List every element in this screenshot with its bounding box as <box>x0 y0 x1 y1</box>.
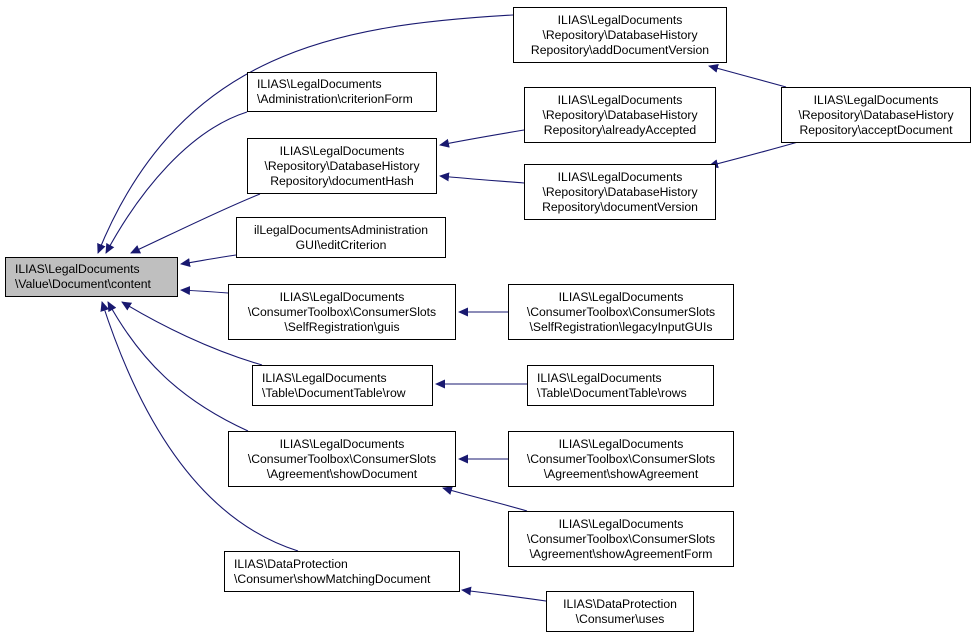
node-label-line: ILIAS\DataProtection <box>563 596 677 611</box>
edge-addDocumentVersion-to-content <box>97 14 514 254</box>
edge-documentVersion-to-documentHash <box>439 172 525 184</box>
node-showMatchingDocument[interactable]: ILIAS\DataProtection\Consumer\showMatchi… <box>224 551 460 592</box>
node-label-line: \Repository\DatabaseHistory <box>798 107 954 122</box>
edge-acceptDocument-to-addDocumentVersion <box>708 63 787 88</box>
edge-row-to-content <box>121 301 263 366</box>
node-label-line: Repository\acceptDocument <box>799 122 953 137</box>
node-label-line: \Table\DocumentTable\row <box>262 385 406 400</box>
node-showDocument[interactable]: ILIAS\LegalDocuments\ConsumerToolbox\Con… <box>228 431 456 487</box>
edge-documentHash-to-content <box>130 193 261 254</box>
edge-criterionForm-to-content <box>105 111 248 254</box>
node-showAgreement[interactable]: ILIAS\LegalDocuments\ConsumerToolbox\Con… <box>508 431 734 487</box>
node-label-line: ilLegalDocumentsAdministration <box>253 222 429 237</box>
node-uses[interactable]: ILIAS\DataProtection\Consumer\uses <box>546 591 694 632</box>
node-label-line: ILIAS\LegalDocuments <box>557 12 683 27</box>
node-label-line: Repository\documentHash <box>270 173 414 188</box>
node-acceptDocument[interactable]: ILIAS\LegalDocuments\Repository\Database… <box>781 87 971 143</box>
node-showAgreementForm[interactable]: ILIAS\LegalDocuments\ConsumerToolbox\Con… <box>508 511 734 567</box>
node-criterionForm[interactable]: ILIAS\LegalDocuments\Administration\crit… <box>247 72 437 112</box>
node-label-line: \Repository\DatabaseHistory <box>264 158 420 173</box>
node-documentHash[interactable]: ILIAS\LegalDocuments\Repository\Database… <box>247 138 437 194</box>
node-label-line: \ConsumerToolbox\ConsumerSlots <box>247 451 437 466</box>
node-label-line: \SelfRegistration\legacyInputGUIs <box>529 319 713 334</box>
node-label-line: ILIAS\LegalDocuments <box>813 92 939 107</box>
node-label-line: \Administration\criterionForm <box>257 92 413 106</box>
node-label-line: ILIAS\LegalDocuments <box>558 289 684 304</box>
node-label-line: GUI\editCriterion <box>295 237 387 252</box>
edge-showDocument-to-content <box>107 301 249 432</box>
node-label-line: ILIAS\LegalDocuments <box>279 436 405 451</box>
edge-showMatchingDocument-to-content <box>100 301 299 552</box>
node-label-line: \ConsumerToolbox\ConsumerSlots <box>247 304 437 319</box>
node-label-line: \Repository\DatabaseHistory <box>542 107 698 122</box>
node-label-line: \Repository\DatabaseHistory <box>542 27 698 42</box>
node-label-line: ILIAS\LegalDocuments <box>537 370 662 385</box>
node-legacyInputGUIs[interactable]: ILIAS\LegalDocuments\ConsumerToolbox\Con… <box>508 284 734 340</box>
node-label-line: Repository\documentVersion <box>542 199 698 214</box>
node-addDocumentVersion[interactable]: ILIAS\LegalDocuments\Repository\Database… <box>513 7 727 63</box>
node-label-line: \Agreement\showAgreement <box>543 466 699 481</box>
node-rows[interactable]: ILIAS\LegalDocuments\Table\DocumentTable… <box>527 365 714 406</box>
node-label-line: \Value\Document\content <box>15 277 151 291</box>
node-documentVersion[interactable]: ILIAS\LegalDocuments\Repository\Database… <box>524 164 716 220</box>
edge-uses-to-showMatchingDocument <box>461 586 554 603</box>
node-label-line: ILIAS\DataProtection <box>234 556 348 571</box>
node-label-line: ILIAS\LegalDocuments <box>558 436 684 451</box>
edge-acceptDocument-to-documentVersion <box>708 141 799 169</box>
node-content: ILIAS\LegalDocuments\Value\Document\cont… <box>5 257 178 297</box>
node-label-line: \Table\DocumentTable\rows <box>537 385 687 400</box>
node-label-line: ILIAS\LegalDocuments <box>257 77 382 91</box>
node-label-line: ILIAS\LegalDocuments <box>262 370 387 385</box>
node-label-line: \Consumer\showMatchingDocument <box>234 571 431 586</box>
edge-alreadyAccepted-to-documentHash <box>439 129 525 148</box>
node-label-line: \ConsumerToolbox\ConsumerSlots <box>526 304 716 319</box>
node-guis[interactable]: ILIAS\LegalDocuments\ConsumerToolbox\Con… <box>228 284 456 340</box>
edge-editCriterion-to-content <box>180 254 237 268</box>
edge-showAgreementForm-to-showDocument <box>442 486 528 512</box>
node-label-line: \Repository\DatabaseHistory <box>542 184 698 199</box>
node-label-line: \ConsumerToolbox\ConsumerSlots <box>526 451 716 466</box>
node-label-line: ILIAS\LegalDocuments <box>557 169 683 184</box>
node-label-line: ILIAS\LegalDocuments <box>279 289 405 304</box>
node-label-line: ILIAS\LegalDocuments <box>15 262 140 276</box>
node-label-line: \SelfRegistration\guis <box>284 319 400 334</box>
node-label-line: \Agreement\showDocument <box>266 466 418 481</box>
node-label-line: Repository\alreadyAccepted <box>543 122 697 137</box>
edge-guis-to-content <box>180 285 229 295</box>
node-label-line: \ConsumerToolbox\ConsumerSlots <box>526 531 716 546</box>
node-label-line: ILIAS\LegalDocuments <box>557 92 683 107</box>
node-label-line: ILIAS\LegalDocuments <box>279 143 405 158</box>
node-row[interactable]: ILIAS\LegalDocuments\Table\DocumentTable… <box>252 365 433 406</box>
node-label-line: Repository\addDocumentVersion <box>530 42 710 57</box>
node-alreadyAccepted[interactable]: ILIAS\LegalDocuments\Repository\Database… <box>524 87 716 143</box>
node-label-line: ILIAS\LegalDocuments <box>558 516 684 531</box>
node-label-line: \Agreement\showAgreementForm <box>529 546 713 561</box>
node-label-line: \Consumer\uses <box>575 611 665 626</box>
